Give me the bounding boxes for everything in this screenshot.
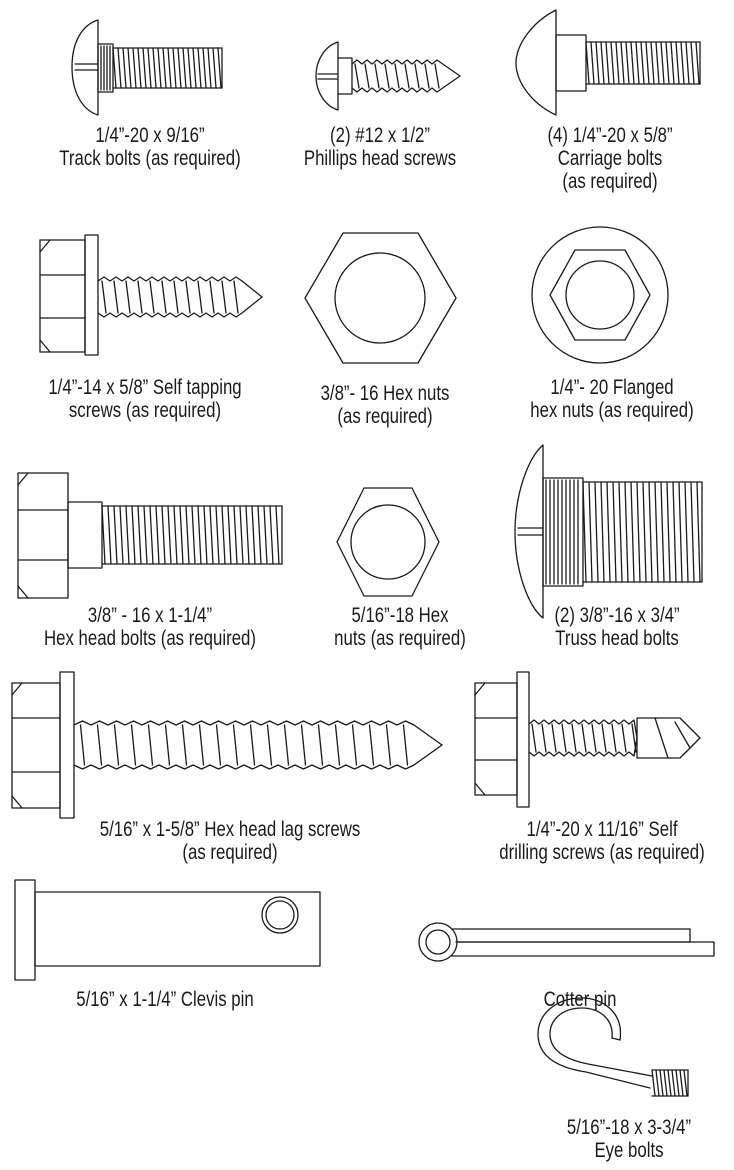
- track-bolt-icon: [71, 19, 223, 116]
- phillips-head-screw-icon: [315, 41, 461, 111]
- carriage-bolt-label: (4) 1/4”-20 x 5/8”Carriage bolts(as requ…: [547, 124, 673, 193]
- flanged-hex-nut-icon: [531, 226, 669, 364]
- cotter-pin-icon: [418, 922, 715, 962]
- truss-head-bolt-icon: [514, 444, 703, 619]
- hex-head-bolt-icon: [17, 472, 283, 599]
- self-drilling-screw-icon: [474, 671, 701, 808]
- self-tapping-screw-icon: [39, 234, 263, 356]
- clevis-pin-icon: [14, 879, 321, 981]
- clevis-pin-label: 5/16” x 1-1/4” Clevis pin: [76, 988, 254, 1011]
- eye-bolt-icon: [537, 997, 689, 1097]
- hex-head-lag-screw-icon: [11, 671, 443, 819]
- truss-head-bolt-label: (2) 3/8”-16 x 3/4”Truss head bolts: [554, 604, 680, 650]
- hex-nut-icon: [304, 232, 457, 364]
- track-bolt-label: 1/4”-20 x 9/16”Track bolts (as required): [59, 124, 241, 170]
- carriage-bolt-icon: [515, 9, 701, 116]
- hex-nut-label: 3/8”- 16 Hex nuts(as required): [320, 382, 450, 428]
- phillips-screw-label: (2) #12 x 1/2”Phillips head screws: [303, 124, 457, 170]
- lag-screw-label: 5/16” x 1-5/8” Hex head lag screws(as re…: [99, 818, 361, 864]
- cotter-pin-label: Cotter pin: [543, 988, 617, 1011]
- eye-bolt-label: 5/16”-18 x 3-3/4”Eye bolts: [566, 1116, 692, 1162]
- hex-nut-small-icon: [336, 487, 440, 597]
- hex-head-bolt-label: 3/8” - 16 x 1-1/4”Hex head bolts (as req…: [44, 604, 256, 650]
